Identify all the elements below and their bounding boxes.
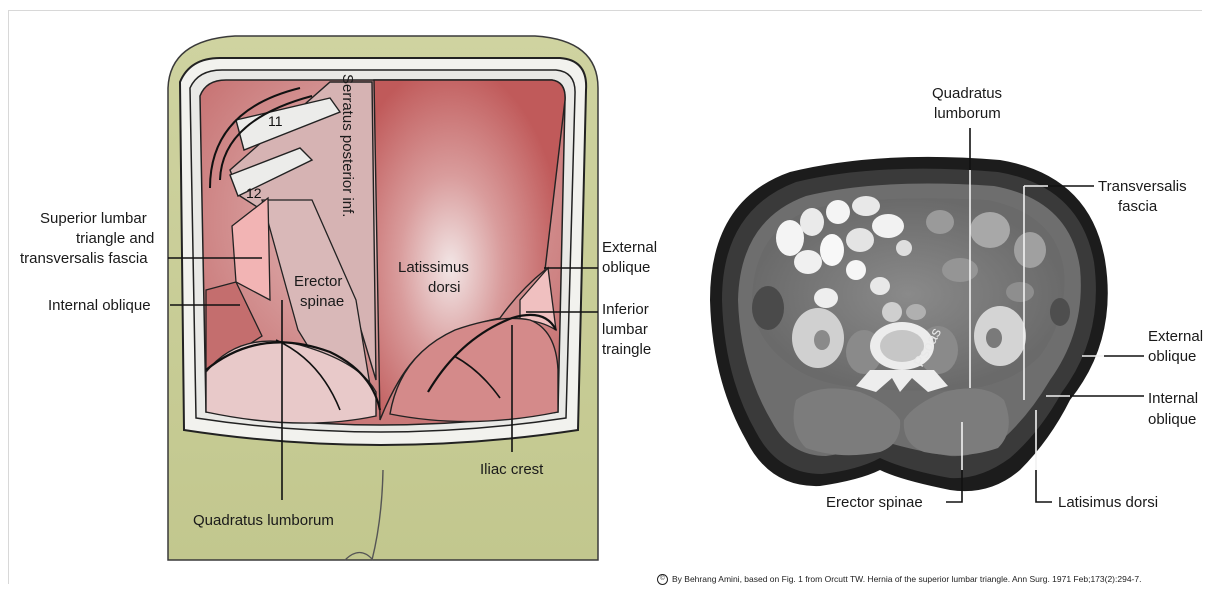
image-credit: © By Behrang Amini, based on Fig. 1 from … [657,574,1141,585]
inferior-lumbar-label-line2: lumbar [602,321,648,338]
quadratus-label: Quadratus lumborum [193,512,334,529]
erector-label-line2: spinae [300,293,344,310]
ct-latisimus-label: Latisimus dorsi [1058,494,1158,511]
ct-internal-oblique-label-line2: oblique [1148,411,1196,428]
superior-lumbar-label-line1: Superior lumbar [40,210,147,227]
external-oblique-label-line2: oblique [602,259,650,276]
rib-11-label: 11 [268,113,283,129]
ct-external-oblique-label-line2: oblique [1148,348,1196,365]
latissimus-label-line1: Latissimus [398,259,469,276]
ct-transversalis-label-line2: fascia [1118,198,1158,215]
ct-internal-oblique-label-line1: Internal [1148,390,1198,407]
erector-label-line1: Erector [294,273,342,290]
external-oblique-label-line1: External [602,239,657,256]
ct-external-oblique-label-line1: External [1148,328,1203,345]
cc-license-icon: © [657,574,668,585]
latissimus-label-line2: dorsi [428,279,461,296]
superior-lumbar-label-line3: transversalis fascia [20,250,148,267]
serratus-label: Serratus posterior inf. [339,74,356,217]
ct-axial-image [710,157,1108,491]
ct-erector-label: Erector spinae [826,494,923,511]
ct-vertebral-arch [856,370,948,392]
back-illustration [168,36,598,560]
inferior-lumbar-label-line3: traingle [602,341,651,358]
rib-12-label: 12 [246,185,262,201]
credit-text: By Behrang Amini, based on Fig. 1 from O… [672,574,1141,584]
ct-latisimus-leader-outer [1036,470,1052,502]
iliac-crest-label: Iliac crest [480,461,544,478]
ct-transversalis-label-line1: Transversalis [1098,178,1187,195]
internal-oblique-label: Internal oblique [48,297,151,314]
ct-quadratus-label-line2: lumborum [934,105,1001,122]
superior-lumbar-label-line2: triangle and [76,230,154,247]
ct-quadratus-label-line1: Quadratus [932,85,1002,102]
inferior-lumbar-label-line1: Inferior [602,301,649,318]
